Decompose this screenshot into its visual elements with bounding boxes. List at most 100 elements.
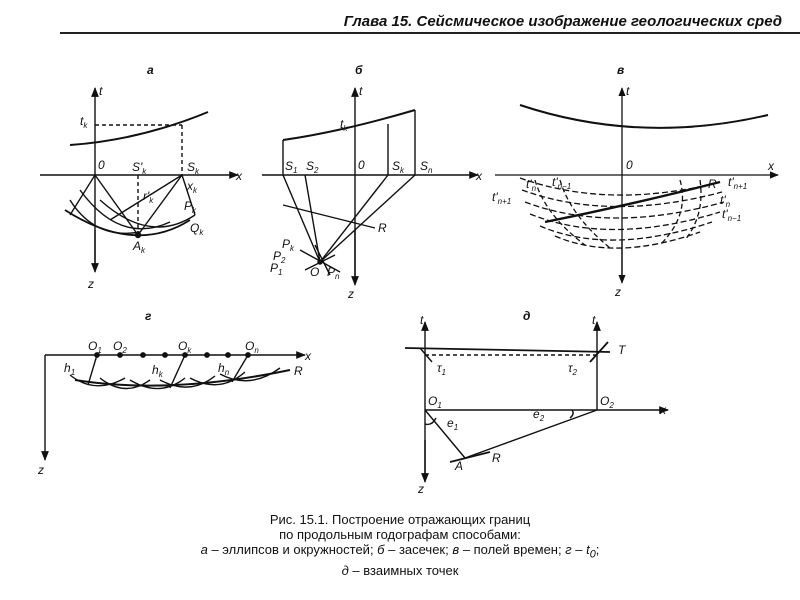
panel-b-tk: t [340, 117, 344, 131]
panel-d-r: R [492, 451, 501, 465]
svg-text:On: On [245, 339, 259, 355]
panel-b-sn: S [420, 159, 428, 173]
panel-v-front-1 [519, 177, 721, 196]
svg-text:t'n+1: t'n+1 [492, 190, 511, 206]
panel-g-hn [231, 354, 249, 383]
panel-b-letter: б [355, 63, 363, 77]
panel-a-ellipse-2 [79, 189, 171, 230]
panel-a-skprime: S' [132, 160, 143, 174]
svg-text:Ok: Ok [178, 339, 192, 355]
panel-v-zero: 0 [626, 158, 633, 172]
panel-v-front-6 [554, 231, 701, 249]
panel-b-reflector-R [282, 204, 376, 229]
panel-v-front-9 [659, 179, 684, 246]
panel-g-letter: г [145, 309, 152, 323]
svg-text:S'k: S'k [132, 160, 147, 176]
panel-v-r: R [708, 177, 717, 191]
panel-b-s2: S [306, 159, 314, 173]
panel-a-t-label: t [99, 84, 103, 98]
panel-b-tick-3 [314, 244, 331, 276]
panel-v-tn-r: t' [720, 193, 726, 207]
panel-g-point-o2 [117, 352, 123, 358]
panel-d-e2: e [533, 407, 540, 421]
panel-g-point-on [245, 352, 251, 358]
panel-b-ray-k [319, 174, 389, 263]
panel-g-h1: h [64, 361, 71, 375]
panel-v-tn1p: t' [492, 190, 498, 204]
panel-a-ray-4 [109, 174, 183, 221]
svg-text:O2: O2 [600, 394, 614, 410]
panel-v-front-3 [524, 201, 725, 219]
panel-v-tn: t' [526, 177, 532, 191]
panel-b-t-label: t [359, 84, 363, 98]
header-rule [60, 32, 800, 34]
svg-text:t'n+1: t'n+1 [728, 175, 747, 191]
panel-v-tn1m-r: t' [722, 207, 728, 221]
panel-b-ray-2 [304, 174, 321, 263]
svg-text:Sn: Sn [420, 159, 433, 175]
panel-a-letter: а [147, 63, 154, 77]
panel-d [404, 321, 669, 483]
panel-a-labels: а t tk 0 x z S'k Sk xk r'k Pk Qk Ak [80, 63, 243, 291]
panel-b-o: O [310, 265, 319, 279]
panel-d-T-mark [589, 341, 609, 363]
svg-text:S2: S2 [306, 159, 319, 175]
svg-text:h1: h1 [64, 361, 75, 377]
panel-b-x: x [475, 169, 483, 183]
panel-g-r: R [294, 364, 303, 378]
panel-a-rk: r' [143, 189, 150, 203]
panel-v-tn1m: t' [552, 175, 558, 189]
panel-g-x: x [304, 349, 312, 363]
svg-text:tk: tk [340, 117, 348, 133]
panel-g-o1: O [88, 339, 97, 353]
panel-d-tau1: τ [437, 361, 443, 375]
svg-text:P2: P2 [273, 249, 286, 265]
panel-v-front-10 [684, 179, 702, 241]
page-header: Глава 15. Сейсмическое изображение геоло… [0, 0, 800, 40]
panel-g-ok: O [178, 339, 187, 353]
panel-a-hodograph [69, 111, 209, 146]
panel-b-r: R [378, 221, 387, 235]
svg-text:Pn: Pn [327, 265, 340, 281]
panel-a-qk: Q [190, 221, 199, 235]
panel-g-point-ok [182, 352, 188, 358]
panel-a-zero: 0 [98, 158, 105, 172]
panel-g-labels: г x z O1 O2 Ok On h1 hk hn R [37, 309, 312, 477]
panel-g-point-o1 [94, 352, 100, 358]
panel-g-point-7 [225, 352, 231, 358]
panel-b-hodograph [282, 109, 416, 141]
panel-g-point-6 [204, 352, 210, 358]
caption-line-2: по продольным годографам способами: [279, 527, 521, 542]
panel-d-t1: t [420, 313, 424, 327]
panel-b [262, 87, 479, 286]
panel-g-hn: h [218, 361, 225, 375]
panel-g-o2: O [113, 339, 122, 353]
panel-d-ray-1 [424, 409, 466, 459]
svg-text:Qk: Qk [190, 221, 204, 237]
panel-b-ray-n [319, 174, 416, 263]
panel-g-z: z [37, 463, 44, 477]
svg-text:P1: P1 [270, 261, 282, 277]
panel-b-sk: S [392, 159, 400, 173]
panel-a-ray-3 [137, 174, 183, 236]
svg-text:Pk: Pk [184, 199, 197, 215]
panel-d-T: T [618, 343, 627, 357]
svg-text:Ak: Ak [132, 239, 146, 255]
svg-text:τ1: τ1 [437, 361, 446, 377]
panel-d-tau1-mark [419, 347, 433, 363]
panel-a-ak: A [132, 239, 141, 253]
panel-b-pk: P [282, 237, 290, 251]
panel-g-point-4 [162, 352, 168, 358]
panel-v-front-7 [534, 179, 586, 246]
svg-text:t'n: t'n [526, 177, 537, 193]
panel-g-hk [169, 354, 186, 389]
panel-g-arc-4 [159, 375, 216, 388]
panel-b-p2: P [273, 249, 281, 263]
panel-d-a: A [454, 459, 463, 473]
svg-text:Pk: Pk [282, 237, 295, 253]
svg-text:r'k: r'k [143, 189, 154, 205]
svg-text:xk: xk [186, 179, 198, 195]
panel-v-hodograph [519, 104, 769, 129]
panel-a-ray-5 [181, 174, 196, 216]
